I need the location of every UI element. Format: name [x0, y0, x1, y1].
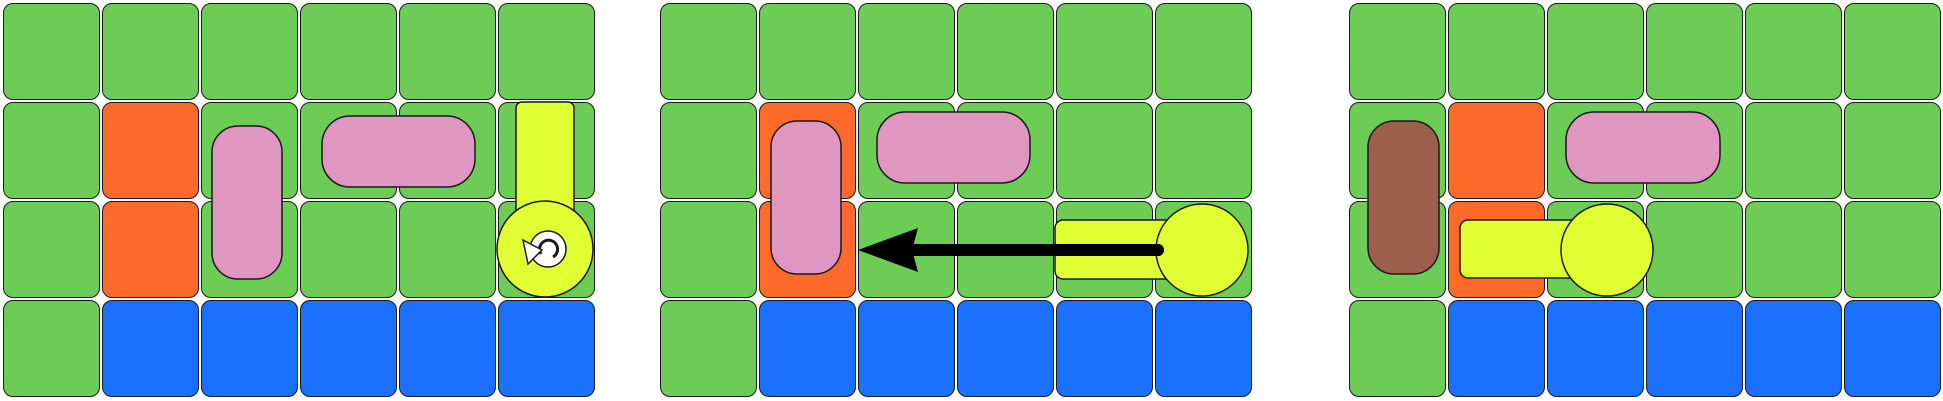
grass-tile[interactable]	[759, 3, 856, 100]
water-tile[interactable]	[201, 300, 298, 397]
pink-vertical-block[interactable]	[770, 120, 842, 275]
water-tile[interactable]	[300, 300, 397, 397]
rotate-icon	[521, 230, 567, 268]
grass-tile[interactable]	[1349, 300, 1446, 397]
grass-tile[interactable]	[858, 3, 955, 100]
grass-tile[interactable]	[3, 201, 100, 298]
water-tile[interactable]	[858, 300, 955, 397]
lava-tile[interactable]	[1448, 102, 1545, 199]
grass-tile[interactable]	[3, 3, 100, 100]
grass-tile[interactable]	[1646, 201, 1743, 298]
grass-tile[interactable]	[1349, 3, 1446, 100]
pink-horizontal-block[interactable]	[876, 111, 1031, 184]
grass-tile[interactable]	[1745, 102, 1842, 199]
grass-tile[interactable]	[1646, 3, 1743, 100]
water-tile[interactable]	[102, 300, 199, 397]
grass-tile[interactable]	[3, 102, 100, 199]
player-head[interactable]	[1560, 203, 1654, 297]
grass-tile[interactable]	[1745, 201, 1842, 298]
grass-tile[interactable]	[1155, 102, 1252, 199]
water-tile[interactable]	[1056, 300, 1153, 397]
water-tile[interactable]	[1448, 300, 1545, 397]
player-head[interactable]	[1155, 203, 1249, 297]
grass-tile[interactable]	[957, 3, 1054, 100]
lava-tile[interactable]	[102, 201, 199, 298]
water-tile[interactable]	[498, 300, 595, 397]
grass-tile[interactable]	[1448, 3, 1545, 100]
water-tile[interactable]	[1547, 300, 1644, 397]
grass-tile[interactable]	[660, 3, 757, 100]
grass-tile[interactable]	[3, 300, 100, 397]
grass-tile[interactable]	[1056, 3, 1153, 100]
grass-tile[interactable]	[102, 3, 199, 100]
water-tile[interactable]	[1155, 300, 1252, 397]
grass-tile[interactable]	[1745, 3, 1842, 100]
grass-tile[interactable]	[660, 201, 757, 298]
grass-tile[interactable]	[300, 3, 397, 100]
water-tile[interactable]	[1646, 300, 1743, 397]
water-tile[interactable]	[1745, 300, 1842, 397]
water-tile[interactable]	[957, 300, 1054, 397]
grass-tile[interactable]	[498, 3, 595, 100]
water-tile[interactable]	[1844, 300, 1941, 397]
water-tile[interactable]	[399, 300, 496, 397]
grass-tile[interactable]	[660, 300, 757, 397]
grass-tile[interactable]	[660, 102, 757, 199]
arrow-left-icon	[858, 228, 1164, 272]
grass-tile[interactable]	[399, 3, 496, 100]
pink-horizontal-block[interactable]	[321, 115, 476, 188]
pink-horizontal-block[interactable]	[1565, 111, 1721, 184]
grass-tile[interactable]	[1155, 3, 1252, 100]
grass-tile[interactable]	[300, 201, 397, 298]
brown-vertical-block[interactable]	[1367, 120, 1440, 275]
grass-tile[interactable]	[399, 201, 496, 298]
lava-tile[interactable]	[102, 102, 199, 199]
grass-tile[interactable]	[1844, 3, 1941, 100]
grass-tile[interactable]	[1844, 102, 1941, 199]
pink-vertical-block[interactable]	[211, 125, 283, 280]
grass-tile[interactable]	[1844, 201, 1941, 298]
grass-tile[interactable]	[1056, 102, 1153, 199]
water-tile[interactable]	[759, 300, 856, 397]
grass-tile[interactable]	[1547, 3, 1644, 100]
grass-tile[interactable]	[201, 3, 298, 100]
